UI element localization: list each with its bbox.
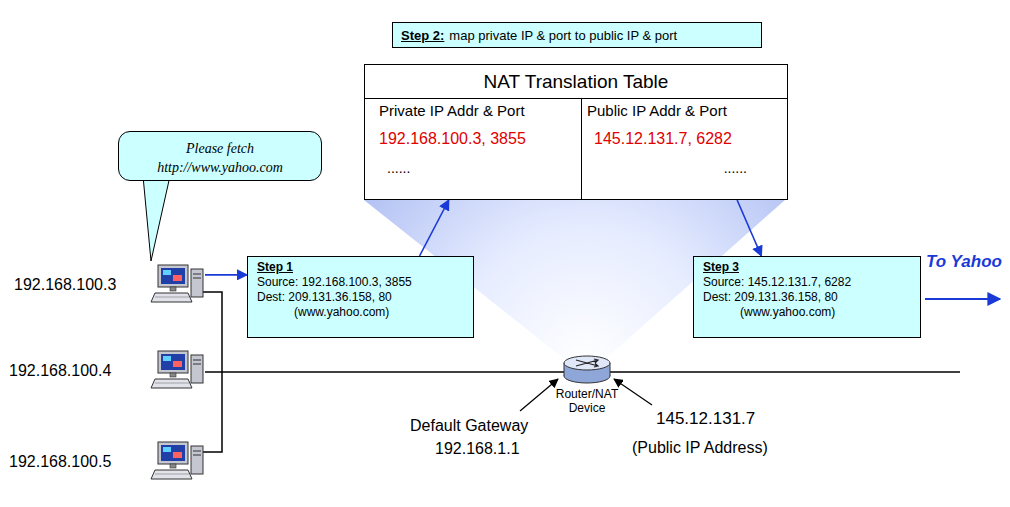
destination-label: To Yahoo	[925, 252, 1003, 272]
table-cell: ......	[587, 160, 787, 176]
packet-field: Source: 192.168.100.3, 3855	[257, 275, 464, 290]
flow-arrow	[205, 274, 247, 276]
packet-box: Step 1Source: 192.168.100.3, 3855Dest: 2…	[247, 256, 474, 338]
table-cell: ......	[379, 160, 581, 176]
table-column: Public IP Addr & Port 145.12.131.7, 6282.…	[582, 99, 787, 199]
column-header: Private IP Addr & Port	[379, 99, 581, 123]
table-body: Private IP Addr & Port 192.168.100.3, 385…	[365, 99, 787, 199]
table-cell: 192.168.100.3, 3855	[379, 130, 581, 148]
public-address: 145.12.131.7	[656, 409, 755, 429]
packet-field: Source: 145.12.131.7, 6282	[703, 275, 911, 290]
table-cell: 145.12.131.7, 6282	[587, 130, 787, 148]
computer-icon	[150, 440, 205, 484]
bubble-tail	[143, 176, 170, 261]
host-computer: 192.168.100.5	[5, 437, 205, 487]
flow-arrow	[737, 200, 761, 256]
packet-field: Dest: 209.131.36.158, 80	[703, 290, 911, 305]
computer-symbol	[150, 263, 205, 307]
leader-arrow	[520, 379, 558, 411]
packet-field: (www.yahoo.com)	[703, 305, 911, 320]
gateway-address: 192.168.1.1	[435, 440, 520, 458]
flow-arrow	[420, 200, 449, 256]
gateway-label: Default Gateway	[410, 417, 528, 435]
ip-address: 192.168.100.5	[5, 453, 111, 471]
public-address-note: (Public IP Address)	[632, 439, 768, 457]
outbound-arrow	[925, 298, 1000, 300]
step-heading: Step 1	[257, 260, 464, 275]
router-icon	[562, 354, 612, 385]
column-header: Public IP Addr & Port	[587, 99, 787, 123]
step-description: map private IP & port to public IP & por…	[449, 28, 677, 43]
computer-symbol	[150, 349, 205, 393]
nat-table: NAT Translation TablePrivate IP Addr & P…	[364, 64, 788, 200]
router-device: Router/NAT Device	[545, 354, 629, 418]
host-computer: 192.168.100.3	[10, 260, 205, 310]
step-heading: Step 3	[703, 260, 911, 275]
host-computer: 192.168.100.4	[5, 346, 205, 396]
speech-text: Please fetch http://www.yahoo.com	[129, 139, 311, 177]
computer-icon	[150, 263, 205, 307]
speech-bubble: Please fetch http://www.yahoo.com	[118, 131, 322, 181]
packet-field: Dest: 209.131.36.158, 80	[257, 290, 464, 305]
computer-symbol	[150, 440, 205, 484]
ip-address: 192.168.100.3	[10, 276, 116, 294]
step-heading: Step 2:	[401, 28, 444, 43]
leader-arrow	[614, 379, 652, 405]
packet-field: (www.yahoo.com)	[257, 305, 464, 320]
table-title: NAT Translation Table	[365, 65, 787, 99]
device-name: Router/NAT Device	[545, 387, 629, 415]
router-symbol	[562, 354, 612, 385]
packet-box: Step 3Source: 145.12.131.7, 6282Dest: 20…	[693, 256, 921, 338]
computer-icon	[150, 349, 205, 393]
table-column: Private IP Addr & Port 192.168.100.3, 385…	[365, 99, 582, 199]
ip-address: 192.168.100.4	[5, 362, 111, 380]
step-banner: Step 2: map private IP & port to public I…	[392, 22, 762, 48]
